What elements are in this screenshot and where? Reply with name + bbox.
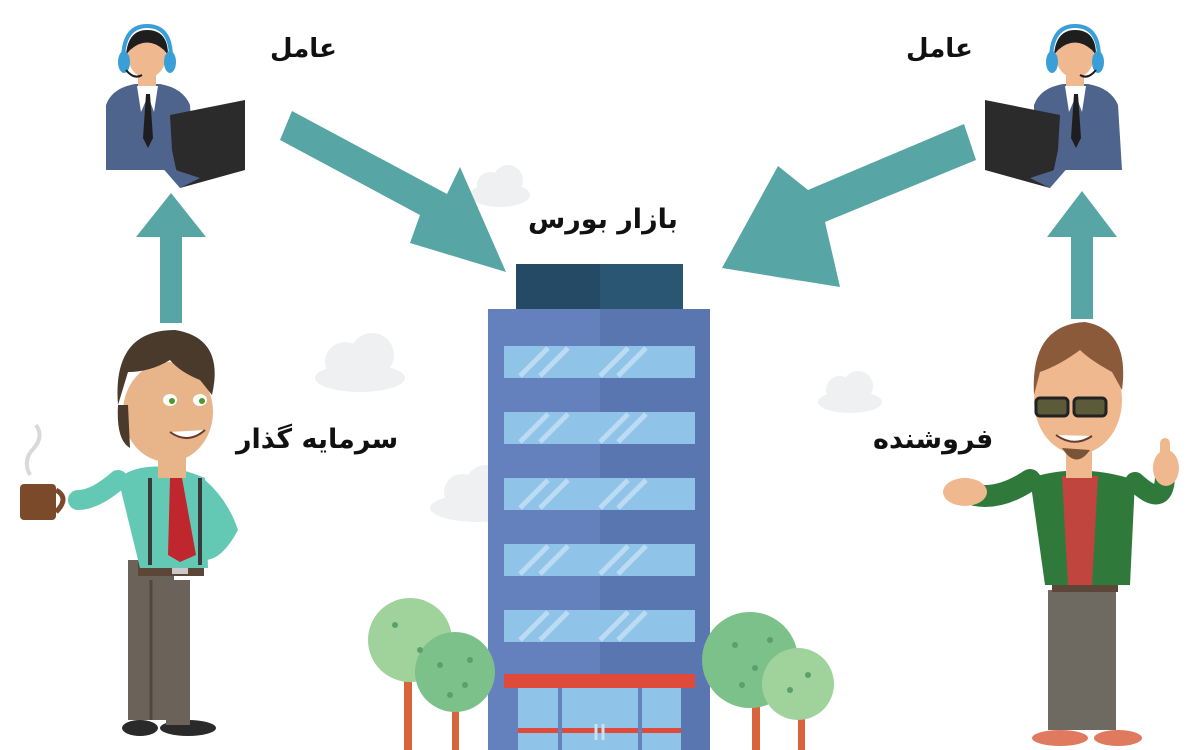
broker-label-left: عامل <box>270 34 337 64</box>
arrow-broker-left-to-exchange <box>280 111 506 272</box>
investor-character-icon <box>20 330 238 736</box>
tree-icon <box>368 598 495 750</box>
investor-label: سرمایه گذار <box>236 424 399 455</box>
cloud-icon <box>818 371 882 413</box>
broker-label-right: عامل <box>906 34 973 64</box>
seller-label: فروشنده <box>873 424 994 455</box>
cloud-icon <box>470 165 530 207</box>
tree-icon <box>702 612 834 750</box>
seller-character-icon <box>943 322 1179 746</box>
arrow-seller-to-broker <box>1047 191 1117 319</box>
arrow-investor-to-broker <box>136 193 206 323</box>
arrow-broker-right-to-exchange <box>722 124 976 287</box>
stock-exchange-building-icon <box>488 264 710 750</box>
broker-agent-icon <box>106 23 245 188</box>
broker-agent-icon <box>985 23 1122 188</box>
stock-exchange-label: بازار بورس <box>528 204 678 235</box>
cloud-icon <box>315 333 405 392</box>
